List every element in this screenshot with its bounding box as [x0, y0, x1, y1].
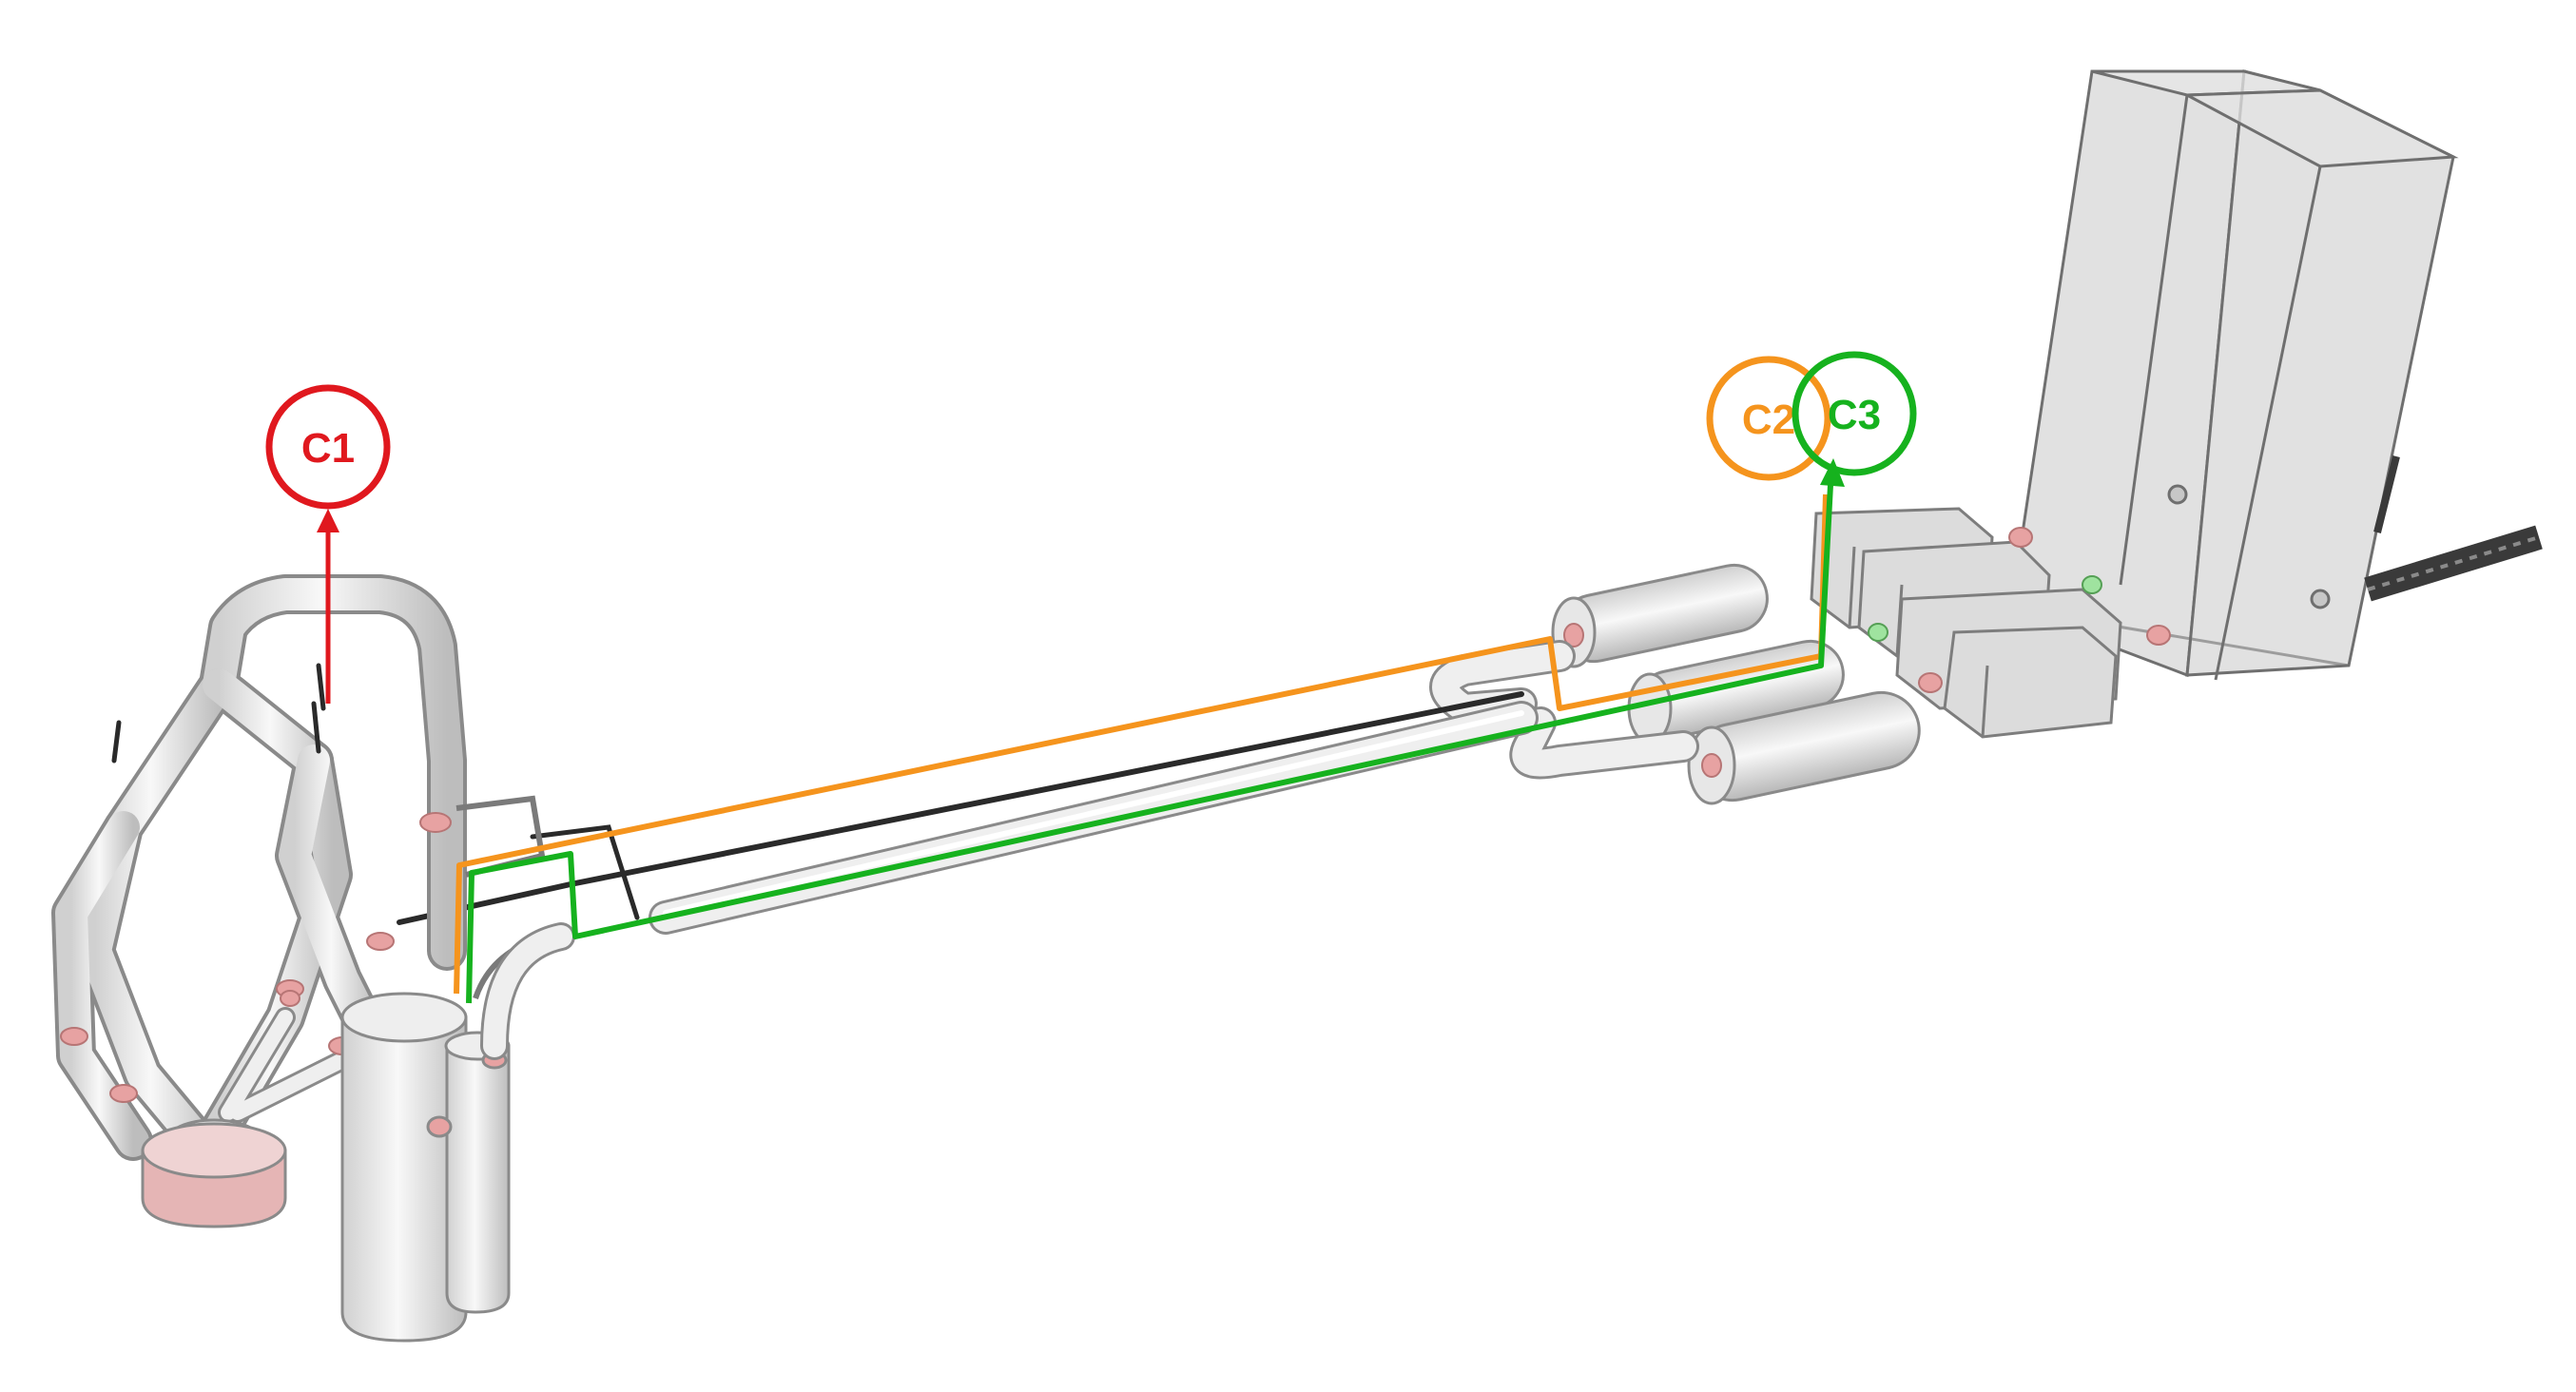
label-c1: C1: [265, 384, 391, 510]
gas-analyzer-canisters: [340, 992, 511, 1343]
green-connectors: [1868, 575, 2102, 642]
c3-arrow-head: [1820, 458, 1845, 487]
frame-joints: [60, 812, 452, 1103]
bracket-tube: [480, 922, 575, 1060]
block-connectors: [1563, 527, 2171, 778]
label-c3: C3: [1792, 351, 1917, 476]
cable-bundle: [2364, 455, 2543, 602]
label-c1-text: C1: [301, 425, 355, 472]
c3-flow-path: [466, 458, 1845, 1004]
label-c2-text: C2: [1742, 396, 1795, 443]
c1-arrow-head: [317, 509, 339, 532]
label-c3-text: C3: [1828, 392, 1881, 438]
signal-cable: [397, 691, 1524, 925]
electronics-box: [2009, 69, 2459, 681]
anemometer-head: [51, 574, 467, 1161]
c1-flow-path: [317, 509, 339, 704]
anemometer-base: [141, 1118, 287, 1228]
